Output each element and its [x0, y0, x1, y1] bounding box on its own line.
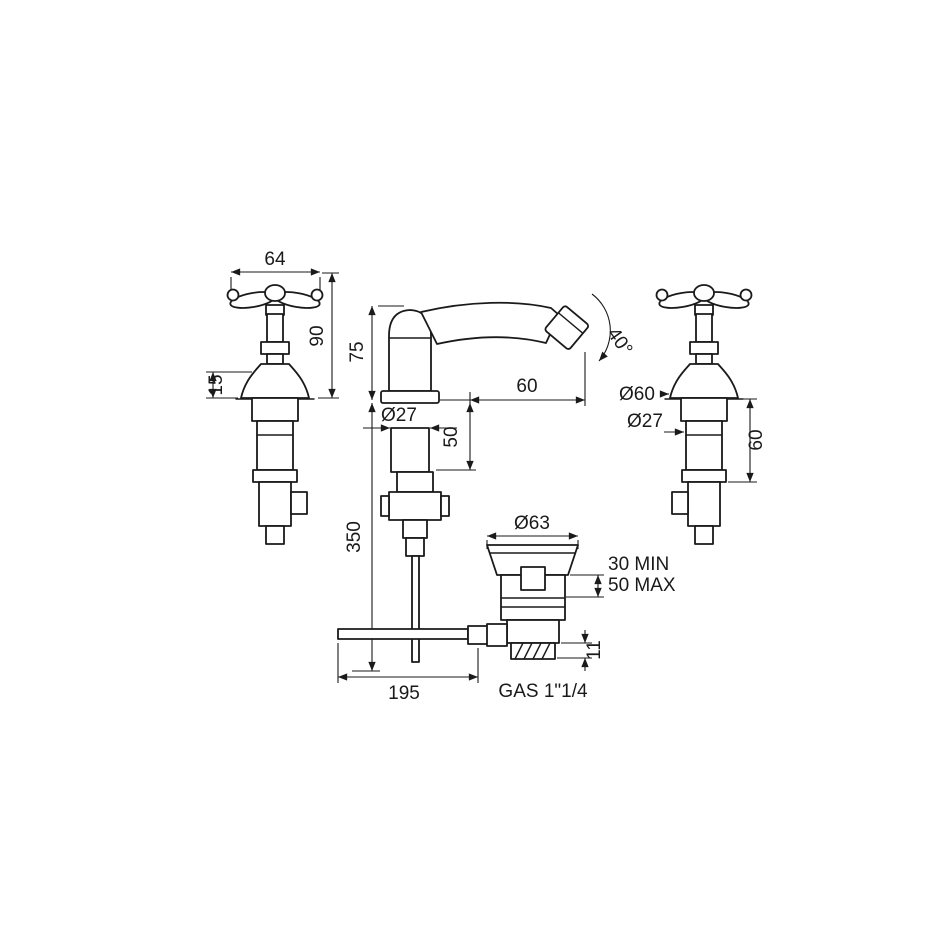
dim-escutcheon-height: 15 — [206, 371, 252, 399]
dim-deck-max-label: 50 MAX — [608, 575, 676, 596]
handle-hub — [693, 284, 715, 302]
waste-thread-label: GAS 1"1/4 — [498, 681, 588, 702]
dim-rod-length: 195 — [337, 643, 479, 704]
tee-body — [388, 491, 442, 521]
pop-up-rod — [411, 555, 420, 663]
dim-waste-flange: Ø63 — [486, 513, 579, 549]
dim-body-diameter-center: Ø27 — [363, 405, 457, 432]
left-escutcheon — [235, 363, 315, 400]
center-mixer-assembly: 75 40° 60 Ø27 — [337, 293, 637, 704]
dim-waste-stub: 11 — [557, 630, 605, 671]
handle-stem — [266, 313, 284, 343]
dim-body-diameter-right: Ø27 — [627, 411, 684, 436]
linkage-joint — [467, 625, 489, 645]
mixer-tailpiece — [380, 427, 450, 663]
left-valve-inlet — [265, 525, 285, 545]
dim-rod-length-label: 195 — [388, 683, 420, 704]
dim-supply-length-label: 350 — [344, 521, 365, 553]
pop-up-linkage — [337, 625, 489, 645]
mixer-body — [380, 301, 589, 404]
waste-body — [486, 544, 579, 660]
right-escutcheon — [664, 363, 744, 400]
dim-waste-stub-label: 11 — [584, 640, 605, 660]
dim-spout-angle: 40° — [591, 293, 637, 362]
dim-spout-reach: 60 — [469, 352, 586, 406]
left-cross-handle — [226, 284, 324, 365]
dim-valve-length: 60 — [728, 398, 767, 483]
dim-spout-angle-label: 40° — [603, 324, 637, 360]
dim-handle-height-label: 90 — [307, 325, 328, 346]
right-valve-cartridge — [671, 397, 728, 545]
left-valve-cartridge — [251, 397, 308, 545]
dim-body-diameter-right-label: Ø27 — [627, 411, 663, 432]
dim-tailpiece-length-label: 50 — [441, 426, 462, 447]
right-valve-body — [685, 420, 723, 471]
base-flange — [380, 390, 440, 404]
dim-supply-length: 350 — [344, 403, 380, 672]
union-nut — [396, 471, 434, 493]
dim-body-height-label: 75 — [347, 341, 368, 362]
left-valve-assembly: 64 90 — [206, 249, 339, 545]
dim-tailpiece-length: 50 — [436, 399, 476, 471]
spout — [420, 301, 560, 345]
left-valve-nut — [251, 397, 299, 422]
aerator — [544, 305, 589, 350]
left-valve-side-port — [290, 491, 308, 515]
waste-lower-body — [506, 619, 560, 644]
dim-handle-width-label: 64 — [264, 249, 286, 270]
waste-plug — [520, 566, 546, 591]
right-valve-nut — [680, 397, 728, 422]
waste-assembly: Ø63 30 MIN 50 MAX 11 — [486, 513, 676, 702]
dim-spout-reach-label: 60 — [516, 376, 537, 397]
dim-deck-min-label: 30 MIN — [608, 554, 669, 575]
mixer-column — [388, 309, 432, 392]
waste-side-port — [486, 623, 508, 647]
right-valve-side-port — [671, 491, 689, 515]
dim-body-diameter-center-label: Ø27 — [381, 405, 417, 426]
handle-hub — [264, 284, 286, 302]
dim-escutcheon-diameter: Ø60 — [619, 384, 669, 405]
right-valve-inlet — [694, 525, 714, 545]
dim-body-height: 75 — [347, 305, 404, 400]
right-valve-assembly: Ø60 Ø27 60 — [619, 284, 767, 545]
dim-deck-thickness: 30 MIN 50 MAX — [566, 554, 676, 598]
linkage-bar — [337, 628, 469, 640]
handle-stem — [695, 313, 713, 343]
dim-valve-length-label: 60 — [746, 429, 767, 450]
dim-escutcheon-diameter-label: Ø60 — [619, 384, 655, 405]
dim-handle-width: 64 — [230, 249, 321, 293]
left-valve-body — [256, 420, 294, 471]
dim-handle-height: 90 — [307, 272, 339, 399]
right-cross-handle — [655, 284, 753, 365]
dim-waste-flange-label: Ø63 — [514, 513, 550, 534]
dim-escutcheon-height-label: 15 — [206, 374, 227, 395]
